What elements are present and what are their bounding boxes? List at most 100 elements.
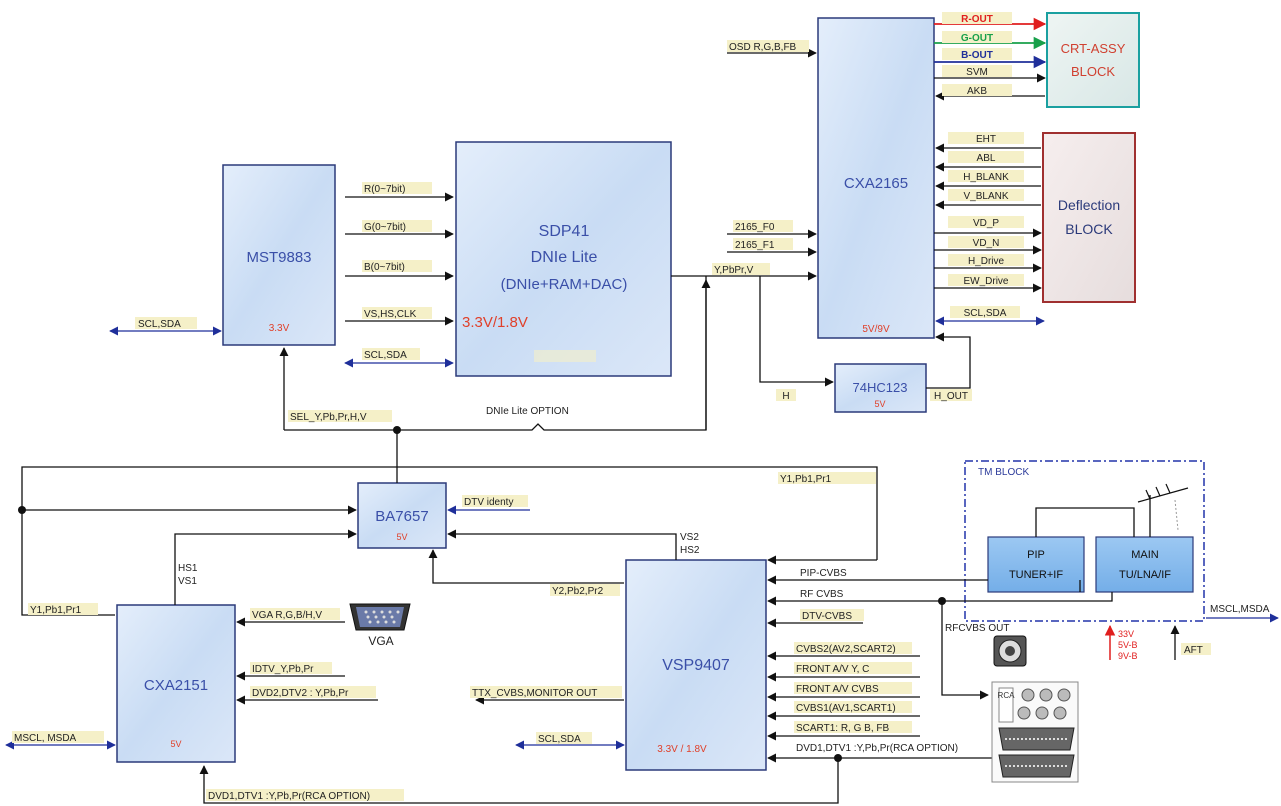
mst9883-block: MST9883 3.3V — [222, 164, 336, 346]
crt-subtitle: BLOCK — [1071, 64, 1115, 79]
vsp9407-title: VSP9407 — [662, 657, 730, 674]
ew-drive-label: EW_Drive — [963, 276, 1008, 287]
h-drive-label: H_Drive — [968, 256, 1005, 267]
cxa2151-block: CXA2151 5V — [116, 604, 236, 763]
svm-label: SVM — [966, 67, 988, 78]
rfcvbs-out-label: RFCVBS OUT — [945, 623, 1009, 634]
g-out-label: G-OUT — [961, 33, 993, 44]
vs2-label: VS2 — [680, 532, 699, 543]
v9b-label: 9V-B — [1118, 651, 1138, 661]
cxa2165-block: CXA2165 5V/9V — [817, 17, 935, 339]
scl-sda-cxa2165-label: SCL,SDA — [964, 308, 1007, 319]
mst-sdp-connections — [344, 192, 454, 368]
scl-sda-left-label: SCL,SDA — [138, 319, 181, 330]
f0-label: 2165_F0 — [735, 222, 775, 233]
vga-label: VGA — [368, 634, 393, 648]
h-out-line — [926, 332, 971, 389]
deflection-subtitle: BLOCK — [1065, 221, 1113, 237]
h-label: H — [782, 391, 789, 402]
main-tuner-line2: TU/LNA/IF — [1119, 569, 1171, 581]
b-bits-label: B(0~7bit) — [364, 262, 405, 273]
dvd1-bottom-line — [199, 758, 839, 804]
vs2-hs2-line — [447, 529, 677, 560]
rca-jack-icon — [1017, 688, 1071, 720]
deflection-connections — [934, 143, 1042, 293]
tm-block-title: TM BLOCK — [978, 467, 1029, 478]
akb-label: AKB — [967, 86, 987, 97]
vga-input-label: VGA R,G,B/H,V — [252, 610, 322, 621]
osd-label: OSD R,G,B,FB — [729, 42, 797, 53]
deflection-labels: EHT ABL H_BLANK V_BLANK VD_P VD_N H_Driv… — [948, 132, 1024, 287]
front-yc-label: FRONT A/V Y, C — [796, 664, 869, 675]
mst-sdp-labels: R(0~7bit) G(0~7bit) B(0~7bit) VS,HS,CLK … — [362, 182, 432, 361]
cxa2165-title: CXA2165 — [844, 175, 908, 192]
cvbs1-label: CVBS1(AV1,SCART1) — [796, 703, 896, 714]
front-cvbs-label: FRONT A/V CVBS — [796, 684, 879, 695]
ba7657-voltage: 5V — [396, 532, 407, 542]
tm-block: TM BLOCK PIP TUNER+IF MAIN TU/LNA/IF — [964, 460, 1205, 622]
vd-p-label: VD_P — [973, 218, 999, 229]
crt-labels: R-OUT G-OUT B-OUT SVM AKB — [942, 12, 1012, 97]
v33-label: 33V — [1118, 629, 1134, 639]
dnie-option-label: DNIe Lite OPTION — [486, 406, 569, 417]
ba7657-title: BA7657 — [375, 508, 428, 525]
v-blank-label: V_BLANK — [963, 191, 1008, 202]
mst9883-voltage: 3.3V — [269, 323, 290, 334]
hs2-label: HS2 — [680, 545, 700, 556]
sdp41-subtitle: DNIe Lite — [531, 249, 598, 266]
g-bits-label: G(0~7bit) — [364, 222, 406, 233]
hs1-vs1-line — [174, 529, 357, 605]
dtv-cvbs-label: DTV-CVBS — [802, 611, 852, 622]
scl-sda-vsp-label: SCL,SDA — [538, 734, 581, 745]
main-tuner-box — [1095, 536, 1194, 593]
vs1-label: VS1 — [178, 576, 197, 587]
vga-connector-icon — [349, 603, 411, 631]
deflection-title: Deflection — [1058, 197, 1120, 213]
scl-sda-mid-label: SCL,SDA — [364, 350, 407, 361]
scart-connector-icon — [998, 727, 1075, 778]
mscl-msda-right-label: MSCL,MSDA — [1210, 604, 1270, 615]
pip-tuner-box — [987, 536, 1085, 593]
h-line — [759, 276, 834, 387]
vsp-input-labels: PIP-CVBS RF CVBS DTV-CVBS CVBS2(AV2,SCAR… — [794, 568, 958, 754]
pip-tuner-line2: TUNER+IF — [1009, 569, 1063, 581]
ba7657-block: BA7657 5V — [357, 482, 447, 549]
rca-scart-panel: RCA — [991, 681, 1079, 783]
hs1-label: HS1 — [178, 563, 198, 574]
rf-connector-icon — [993, 635, 1027, 667]
mst9883-title: MST9883 — [246, 249, 311, 266]
y1-left-label: Y1,Pb1,Pr1 — [30, 605, 82, 616]
scart1-label: SCART1: R, G B, FB — [796, 723, 889, 734]
vs-hs-clk-label: VS,HS,CLK — [364, 309, 417, 320]
sdp41-title: SDP41 — [539, 223, 590, 240]
y1-top-label: Y1,Pb1,Pr1 — [780, 474, 832, 485]
pip-tuner-line1: PIP — [1027, 549, 1045, 561]
h-out-label: H_OUT — [934, 391, 968, 402]
dtv-identy-label: DTV identy — [464, 497, 513, 508]
eht-label: EHT — [976, 134, 996, 145]
ypbprv-label: Y,PbPr,V — [714, 265, 754, 276]
abl-label: ABL — [977, 153, 996, 164]
aft-label: AFT — [1184, 645, 1203, 656]
b-out-label: B-OUT — [961, 50, 993, 61]
y2-line — [428, 549, 624, 584]
ttx-label: TTX_CVBS,MONITOR OUT — [472, 688, 597, 699]
dvd1-right-label: DVD1,DTV1 :Y,Pb,Pr(RCA OPTION) — [796, 743, 958, 754]
pip-cvbs-label: PIP-CVBS — [800, 568, 847, 579]
cxa2165-voltage: 5V/9V — [862, 324, 890, 335]
hc123-title: 74HC123 — [853, 380, 908, 395]
crt-title: CRT-ASSY — [1061, 41, 1126, 56]
dvd1-bottom-label: DVD1,DTV1 :Y,Pb,Pr(RCA OPTION) — [208, 791, 370, 802]
y2-label: Y2,Pb2,Pr2 — [552, 586, 604, 597]
mscl-msda-left-label: MSCL, MSDA — [14, 733, 77, 744]
dvd2-label: DVD2,DTV2 : Y,Pb,Pr — [252, 688, 349, 699]
vd-n-label: VD_N — [973, 238, 1000, 249]
v5b-label: 5V-B — [1118, 640, 1138, 650]
hc123-block: 74HC123 5V — [834, 363, 927, 413]
r-out-label: R-OUT — [961, 14, 993, 25]
rf-cvbs-label: RF CVBS — [800, 589, 844, 600]
sdp41-block: SDP41 DNIe Lite (DNIe+RAM+DAC) 3.3V/1.8V — [455, 141, 672, 377]
hc123-voltage: 5V — [874, 399, 885, 409]
cvbs2-label: CVBS2(AV2,SCART2) — [796, 644, 896, 655]
